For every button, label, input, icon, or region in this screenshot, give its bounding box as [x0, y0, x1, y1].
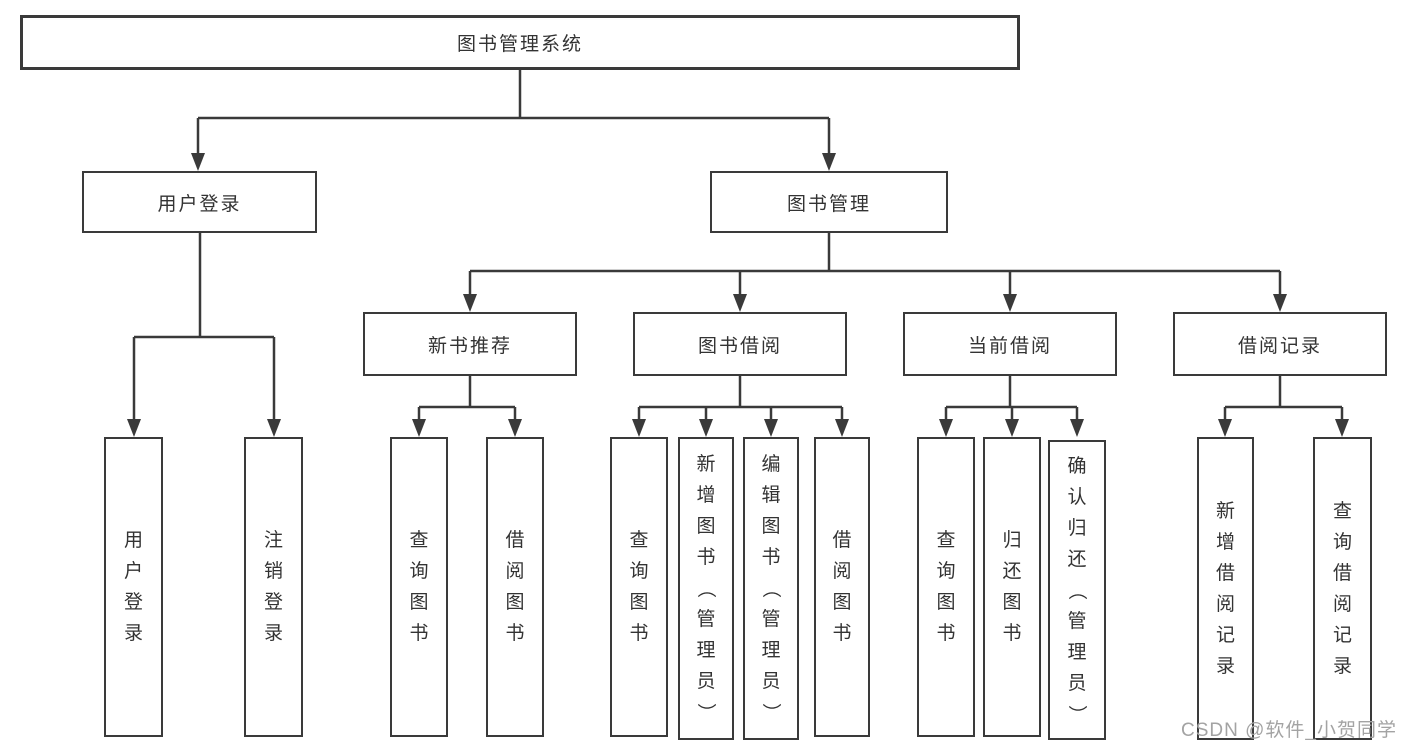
node-library-management-system: 图书管理系统 [20, 15, 1020, 70]
node-book-borrow: 图书借阅 [633, 312, 847, 376]
leaf-return-book: 归还图书 [983, 437, 1041, 737]
leaf-query-books-2: 查询图书 [610, 437, 668, 737]
leaf-user-login: 用户登录 [104, 437, 163, 737]
leaf-add-book-admin: 新增图书（管理员） [678, 437, 734, 740]
leaf-borrow-books-2: 借阅图书 [814, 437, 870, 737]
leaf-logout: 注销登录 [244, 437, 303, 737]
leaf-query-books-3: 查询图书 [917, 437, 975, 737]
leaf-confirm-return-admin: 确认归还（管理员） [1048, 440, 1106, 740]
leaf-edit-book-admin: 编辑图书（管理员） [743, 437, 799, 740]
node-book-management: 图书管理 [710, 171, 948, 233]
leaf-query-borrow-record: 查询借阅记录 [1313, 437, 1372, 740]
node-current-borrow: 当前借阅 [903, 312, 1117, 376]
node-new-book-recommend: 新书推荐 [363, 312, 577, 376]
leaf-borrow-books-1: 借阅图书 [486, 437, 544, 737]
leaf-add-borrow-record: 新增借阅记录 [1197, 437, 1254, 740]
csdn-watermark: CSDN @软件_小贺同学 [1181, 720, 1397, 741]
leaf-query-books-1: 查询图书 [390, 437, 448, 737]
node-borrow-records: 借阅记录 [1173, 312, 1387, 376]
node-user-login-group: 用户登录 [82, 171, 317, 233]
